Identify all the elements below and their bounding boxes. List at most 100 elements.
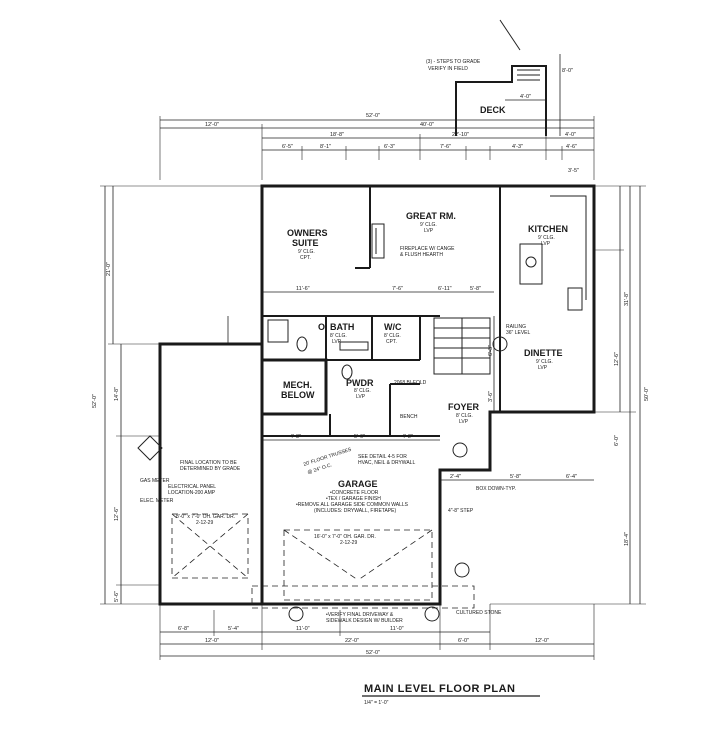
big-door-note: 16'-0" x 7'-0" OH. GAR. DR. xyxy=(314,534,376,540)
dim-bot-row1-2: 11'-0" xyxy=(296,626,310,632)
dim-row3-2: 6'-3" xyxy=(384,144,395,150)
dim-row3-6: 3'-5" xyxy=(568,168,579,174)
steps-note: (3) - STEPS TO GRADE xyxy=(426,59,481,65)
wic-floor: CPT. xyxy=(386,339,397,345)
garage-note-2: •TEX / GARAGE FINISH xyxy=(326,496,381,502)
great-rm-floor: LVP xyxy=(424,228,434,234)
dim-left-a: 21'-0" xyxy=(106,262,112,276)
dim-bot-a: 12'-0" xyxy=(205,638,219,644)
dim-overall-top: 52'-0" xyxy=(366,113,380,119)
foyer-floor: LVP xyxy=(459,419,469,425)
dim-right-c: 12'-6" xyxy=(614,352,620,366)
small-door-note-2: 2-12-29 xyxy=(196,520,213,526)
bench-note: BENCH xyxy=(400,414,418,420)
owners-suite-label: OWNERS xyxy=(287,228,328,238)
dim-row3-5: 4'-6" xyxy=(566,144,577,150)
bottom-dimensions: 6'-8" 5'-4" 11'-0" 11'-0" 12'-0" 22'-0" … xyxy=(159,604,595,660)
verify-driveway-note: •VERIFY FINAL DRIVEWAY & xyxy=(326,612,394,618)
dim-fy-b: 5'-8" xyxy=(510,474,521,480)
garage-label: GARAGE xyxy=(338,479,378,489)
dinette-floor: LVP xyxy=(538,365,548,371)
elec-panel-note-2: LOCATION-200 AMP xyxy=(168,490,216,496)
o-bath-floor: LVP xyxy=(332,339,342,345)
verify-note: VERIFY IN FIELD xyxy=(428,66,468,72)
pwdr-label: PWDR xyxy=(346,378,374,388)
dim-bot-d: 12'-0" xyxy=(535,638,549,644)
bifold-note: 2068 BI-FOLD xyxy=(394,380,427,386)
foyer-label: FOYER xyxy=(448,402,480,412)
great-rm-clg: 9' CLG. xyxy=(420,222,437,228)
dim-bot-row1-3: 11'-0" xyxy=(390,626,404,632)
dim-top-b: 40'-0" xyxy=(420,122,434,128)
cultured-stone-note: CULTURED STONE xyxy=(456,610,502,616)
pwdr-clg: 8' CLG. xyxy=(354,388,371,394)
interior-dimensions: 11'-6" 7'-6" 6'-11" 5'-8" 4'-8" 5'-6" 4'… xyxy=(262,286,594,481)
big-door-note-2: 2-12-29 xyxy=(340,540,357,546)
wic-label: W/C xyxy=(384,322,402,332)
deck-area: DECK (3) - STEPS TO GRADE VERIFY IN FIEL… xyxy=(426,19,573,136)
mech-below-label: BELOW xyxy=(281,390,315,400)
garage-note-1: •CONCRETE FLOOR xyxy=(330,490,379,496)
dim-top-d: 22'-10" xyxy=(452,132,469,138)
dim-bot-row1-0: 6'-8" xyxy=(178,626,189,632)
deck-label: DECK xyxy=(480,105,506,115)
gas-meter-note: GAS METER xyxy=(140,478,170,484)
elec-meter-note: ELEC. METER xyxy=(140,498,174,504)
dim-fy-a: 2'-4" xyxy=(450,474,461,480)
dim-mid-b: 7'-6" xyxy=(392,286,403,292)
dim-bot-c: 6'-0" xyxy=(458,638,469,644)
right-dimensions: 50'-0" 31'-8" 18'-4" 12'-6" 6'-0" xyxy=(490,185,650,605)
dim-right-d: 6'-0" xyxy=(614,435,620,446)
dim-dn-b: 3'-6" xyxy=(488,391,494,402)
box-down-note: BOX DOWN-TYP. xyxy=(476,486,516,492)
o-bath-label: O. BATH xyxy=(318,322,354,332)
pwdr-floor: LVP xyxy=(356,394,366,400)
o-bath-clg: 8' CLG. xyxy=(330,333,347,339)
dim-garage-c: 4'-2" xyxy=(402,434,413,440)
see-detail-note: SEE DETAIL 4-5 FOR xyxy=(358,454,407,460)
top-dimensions: 52'-0" 12'-0" 40'-0" 18'-8" 22'-10" 4'-0… xyxy=(159,113,595,180)
garage-note-3: •REMOVE ALL GARAGE SIDE COMMON WALLS xyxy=(296,502,409,508)
fixtures xyxy=(137,195,587,622)
elec-panel-note: ELECTRICAL PANEL xyxy=(168,484,216,490)
plan-title: MAIN LEVEL FLOOR PLAN 1/4" = 1'-0" xyxy=(362,683,540,706)
railing-note: RAILING xyxy=(506,324,526,330)
hearth-note: & FLUSH HEARTH xyxy=(400,252,443,258)
final-location-note-2: DETERMINED BY GRADE xyxy=(180,466,241,472)
deck-dim-a: 4'-0" xyxy=(520,94,531,100)
railing-note-2: 36" LEVEL xyxy=(506,330,531,336)
dim-mid-a: 11'-6" xyxy=(296,286,310,292)
dim-mid-c: 6'-11" xyxy=(438,286,452,292)
kitchen-label: KITCHEN xyxy=(528,224,568,234)
plan-scale-text: 1/4" = 1'-0" xyxy=(364,700,389,706)
dim-right-a: 31'-8" xyxy=(624,292,630,306)
dim-left-b: 14'-8" xyxy=(114,387,120,401)
garage-note-4: (INCLUDES: DRYWALL, FIRETAPE) xyxy=(314,508,396,514)
small-door-note: 8'-0" x 7'-0" OH. GAR. DR. xyxy=(176,514,235,520)
dim-top-c: 18'-8" xyxy=(330,132,344,138)
dim-fy-c: 6'-4" xyxy=(566,474,577,480)
dim-row3-0: 6'-5" xyxy=(282,144,293,150)
dinette-label: DINETTE xyxy=(524,348,563,358)
dim-row3-1: 8'-1" xyxy=(320,144,331,150)
great-rm-label: GREAT RM. xyxy=(406,211,456,221)
dim-right-b: 18'-4" xyxy=(624,532,630,546)
dim-left-c: 12'-6" xyxy=(114,507,120,521)
left-dimensions: 52'-0" 21'-0" 14'-8" 12'-6" 5'-6" xyxy=(92,185,262,605)
dim-top-a: 12'-0" xyxy=(205,122,219,128)
final-location-note: FINAL LOCATION TO BE xyxy=(180,460,237,466)
dim-left-d: 5'-6" xyxy=(114,591,120,602)
dim-left-total: 52'-0" xyxy=(92,394,98,408)
kitchen-floor: LVP xyxy=(541,241,551,247)
verify-driveway-note-2: SIDEWALK DESIGN W/ BUILDER xyxy=(326,618,403,624)
dim-bot-b: 22'-0" xyxy=(345,638,359,644)
dinette-clg: 9' CLG. xyxy=(536,359,553,365)
plan-title-text: MAIN LEVEL FLOOR PLAN xyxy=(364,683,515,695)
house-walls xyxy=(158,184,596,606)
fireplace-note: FIREPLACE W/ CANGE xyxy=(400,246,455,252)
dim-row3-3: 7'-6" xyxy=(440,144,451,150)
foyer-clg: 8' CLG. xyxy=(456,413,473,419)
dim-garage-a: 4'-8" xyxy=(290,434,301,440)
dim-row3-4: 4'-3" xyxy=(512,144,523,150)
